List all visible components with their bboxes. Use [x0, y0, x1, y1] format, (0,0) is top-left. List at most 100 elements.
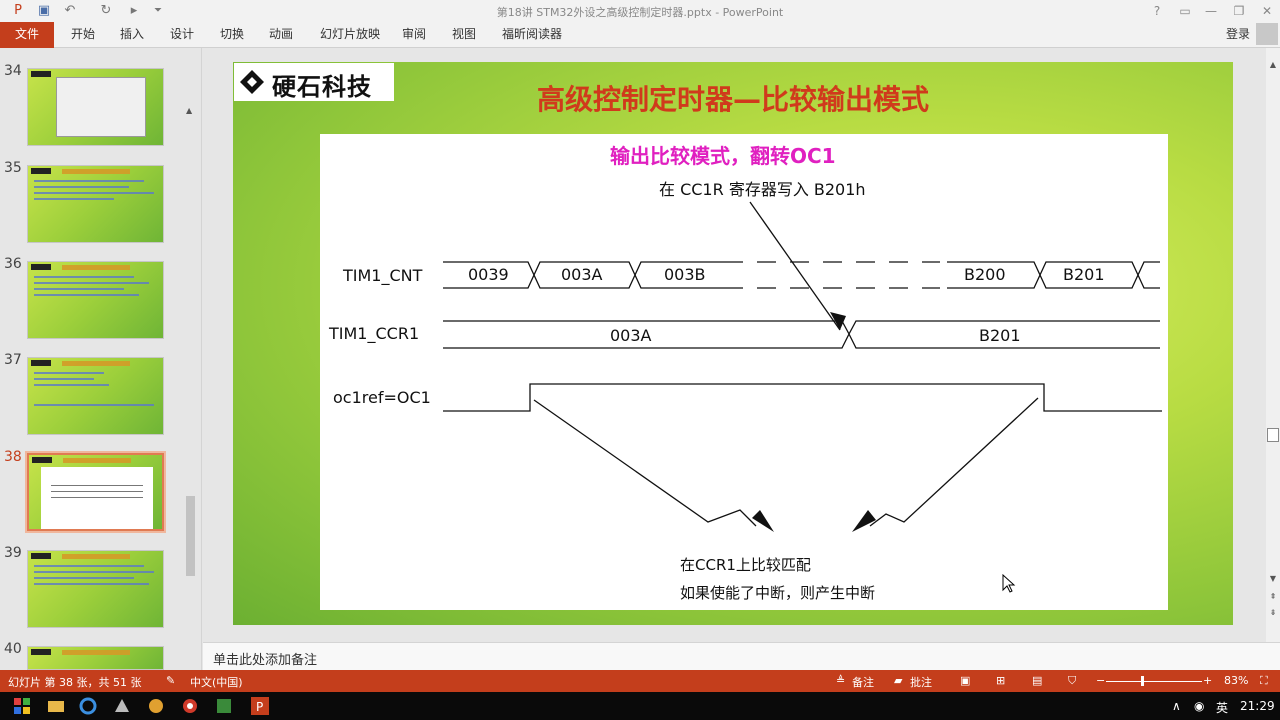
- timing-diagram-lines: [443, 201, 1162, 532]
- zoom-out-icon[interactable]: −: [1096, 674, 1106, 687]
- app-icon[interactable]: [146, 696, 166, 716]
- scroll-up-icon[interactable]: ▲: [186, 106, 193, 115]
- file-explorer-icon[interactable]: [46, 696, 66, 716]
- slideshow-icon[interactable]: ⛉: [1068, 674, 1077, 687]
- tab-view[interactable]: 视图: [452, 27, 477, 41]
- powerpoint-taskbar-icon[interactable]: P: [250, 696, 270, 716]
- zoom-slider[interactable]: [1106, 681, 1202, 682]
- slide-thumbnail-40[interactable]: [27, 646, 164, 670]
- normal-view-icon[interactable]: ▣: [960, 674, 971, 687]
- undo-icon[interactable]: ↶: [64, 3, 76, 18]
- tab-insert[interactable]: 插入: [120, 27, 145, 41]
- tab-foxit-reader[interactable]: 福昕阅读器: [502, 27, 563, 41]
- slide-thumbnail-36[interactable]: [27, 261, 164, 339]
- help-icon[interactable]: ?: [1153, 4, 1161, 18]
- minimize-icon[interactable]: —: [1205, 4, 1217, 18]
- clock[interactable]: 21:29: [1240, 699, 1275, 713]
- photos-icon[interactable]: [214, 696, 234, 716]
- chrome-icon[interactable]: [180, 696, 200, 716]
- title-bar: P ▣ ↶ ↻ ▸ ⏷ 第18讲 STM32外设之高级控制定时器.pptx - …: [0, 0, 1280, 22]
- redo-icon[interactable]: ↻: [100, 3, 112, 18]
- slide-thumbnail-39[interactable]: [27, 550, 164, 628]
- tab-review[interactable]: 审阅: [402, 27, 427, 41]
- slide-thumbnail-34[interactable]: [27, 68, 164, 146]
- comments-icon[interactable]: ▰: [894, 674, 903, 687]
- cnt-value: 003A: [561, 265, 603, 284]
- zoom-level[interactable]: 83%: [1224, 674, 1249, 687]
- scrollbar-thumb[interactable]: [186, 496, 195, 576]
- slide-counter: 幻灯片 第 38 张，共 51 张: [8, 676, 142, 689]
- notes-button[interactable]: 备注: [852, 676, 874, 689]
- cnt-value: 0039: [468, 265, 509, 284]
- ribbon-display-icon[interactable]: ▭: [1179, 4, 1191, 18]
- slide-title: 高级控制定时器—比较输出模式: [536, 83, 929, 116]
- slide-canvas[interactable]: 硬石科技 高级控制定时器—比较输出模式: [233, 62, 1233, 625]
- mouse-cursor-icon: [1002, 574, 1016, 593]
- powerpoint-icon: P: [14, 3, 22, 18]
- scroll-up-icon[interactable]: ▲: [1269, 60, 1277, 69]
- slide-editing-area: 硬石科技 高级控制定时器—比较输出模式: [203, 48, 1266, 642]
- save-icon[interactable]: ▣: [37, 3, 51, 18]
- timing-diagram: 输出比较模式，翻转OC1 在 CC1R 寄存器写入 B201h TIM1_CNT…: [320, 134, 1168, 610]
- notes-pane[interactable]: 单击此处添加备注: [203, 642, 1280, 670]
- windows-start-icon[interactable]: [12, 696, 32, 716]
- user-avatar[interactable]: [1256, 23, 1278, 45]
- internet-explorer-icon[interactable]: [78, 696, 98, 716]
- windows-taskbar: P ∧ ◉ 英 21:29: [0, 692, 1280, 720]
- signal-label-ccr: TIM1_CCR1: [329, 324, 420, 343]
- tab-home[interactable]: 开始: [71, 27, 96, 41]
- tab-file[interactable]: 文件: [0, 22, 54, 48]
- thumb-number-active: 38: [4, 449, 22, 465]
- write-note-label: 在 CC1R 寄存器写入 B201h: [659, 180, 866, 199]
- match-note-line1: 在CCR1上比较匹配: [680, 556, 811, 574]
- window-title: 第18讲 STM32外设之高级控制定时器.pptx - PowerPoint: [496, 6, 784, 19]
- tray-app-icon[interactable]: ◉: [1194, 699, 1205, 713]
- logo-mark-icon: [240, 70, 264, 94]
- slide-sorter-icon[interactable]: ⊞: [996, 674, 1006, 687]
- proofing-icon[interactable]: ✎: [166, 674, 176, 687]
- tray-expand-icon[interactable]: ∧: [1172, 699, 1181, 713]
- restore-icon[interactable]: ❐: [1233, 4, 1245, 18]
- scrollbar-thumb[interactable]: [1267, 428, 1279, 442]
- language-indicator[interactable]: 中文(中国): [190, 676, 243, 689]
- thumbnail-scrollbar[interactable]: ▲ ▼: [184, 106, 196, 716]
- app-icon[interactable]: [112, 696, 132, 716]
- svg-text:P: P: [256, 700, 263, 714]
- ribbon-tabs: 文件 开始 插入 设计 切换 动画 幻灯片放映 审阅 视图 福昕阅读器 登录: [0, 22, 1280, 48]
- thumb-number: 34: [4, 63, 22, 79]
- slide-thumbnail-38[interactable]: [25, 451, 166, 533]
- thumb-number: 40: [4, 641, 22, 657]
- slide-scrollbar[interactable]: ▲ ▼ ⇞ ⇟: [1266, 48, 1280, 642]
- reading-view-icon[interactable]: ▤: [1032, 674, 1043, 687]
- status-bar: 幻灯片 第 38 张，共 51 张 ✎ 中文(中国) ≜ 备注 ▰ 批注 ▣ ⊞…: [0, 670, 1280, 692]
- signal-label-oc: oc1ref=OC1: [333, 388, 431, 407]
- tab-transitions[interactable]: 切换: [220, 27, 245, 41]
- slide-thumbnail-35[interactable]: [27, 165, 164, 243]
- diagram-heading: 输出比较模式，翻转OC1: [610, 144, 836, 168]
- login-link[interactable]: 登录: [1225, 27, 1250, 41]
- slide-thumbnail-37[interactable]: [27, 357, 164, 435]
- slide-thumbnail-pane: 34 35 36 37 38 39 40: [0, 48, 202, 715]
- ccr-value: 003A: [610, 326, 652, 345]
- close-icon[interactable]: ✕: [1261, 4, 1273, 18]
- comments-button[interactable]: 批注: [910, 676, 932, 689]
- notes-placeholder[interactable]: 单击此处添加备注: [213, 653, 318, 668]
- tab-design[interactable]: 设计: [170, 27, 195, 41]
- notes-icon[interactable]: ≜: [836, 674, 846, 687]
- zoom-in-icon[interactable]: +: [1203, 674, 1213, 687]
- fit-to-window-icon[interactable]: ⛶: [1260, 674, 1268, 687]
- previous-slide-icon[interactable]: ⇞: [1269, 592, 1277, 601]
- tab-animations[interactable]: 动画: [269, 27, 294, 41]
- thumb-number: 39: [4, 545, 22, 561]
- tab-slideshow[interactable]: 幻灯片放映: [320, 27, 381, 41]
- company-logo: 硬石科技: [234, 63, 394, 101]
- zoom-slider-handle[interactable]: [1141, 676, 1144, 686]
- signal-label-cnt: TIM1_CNT: [343, 266, 423, 285]
- start-from-beginning-icon[interactable]: ▸: [130, 3, 138, 18]
- thumb-number: 35: [4, 160, 22, 176]
- next-slide-icon[interactable]: ⇟: [1269, 608, 1277, 617]
- logo-text: 硬石科技: [272, 73, 372, 101]
- scroll-down-icon[interactable]: ▼: [1269, 574, 1277, 583]
- ime-indicator[interactable]: 英: [1216, 701, 1229, 715]
- customize-toolbar-icon[interactable]: ⏷: [154, 5, 162, 16]
